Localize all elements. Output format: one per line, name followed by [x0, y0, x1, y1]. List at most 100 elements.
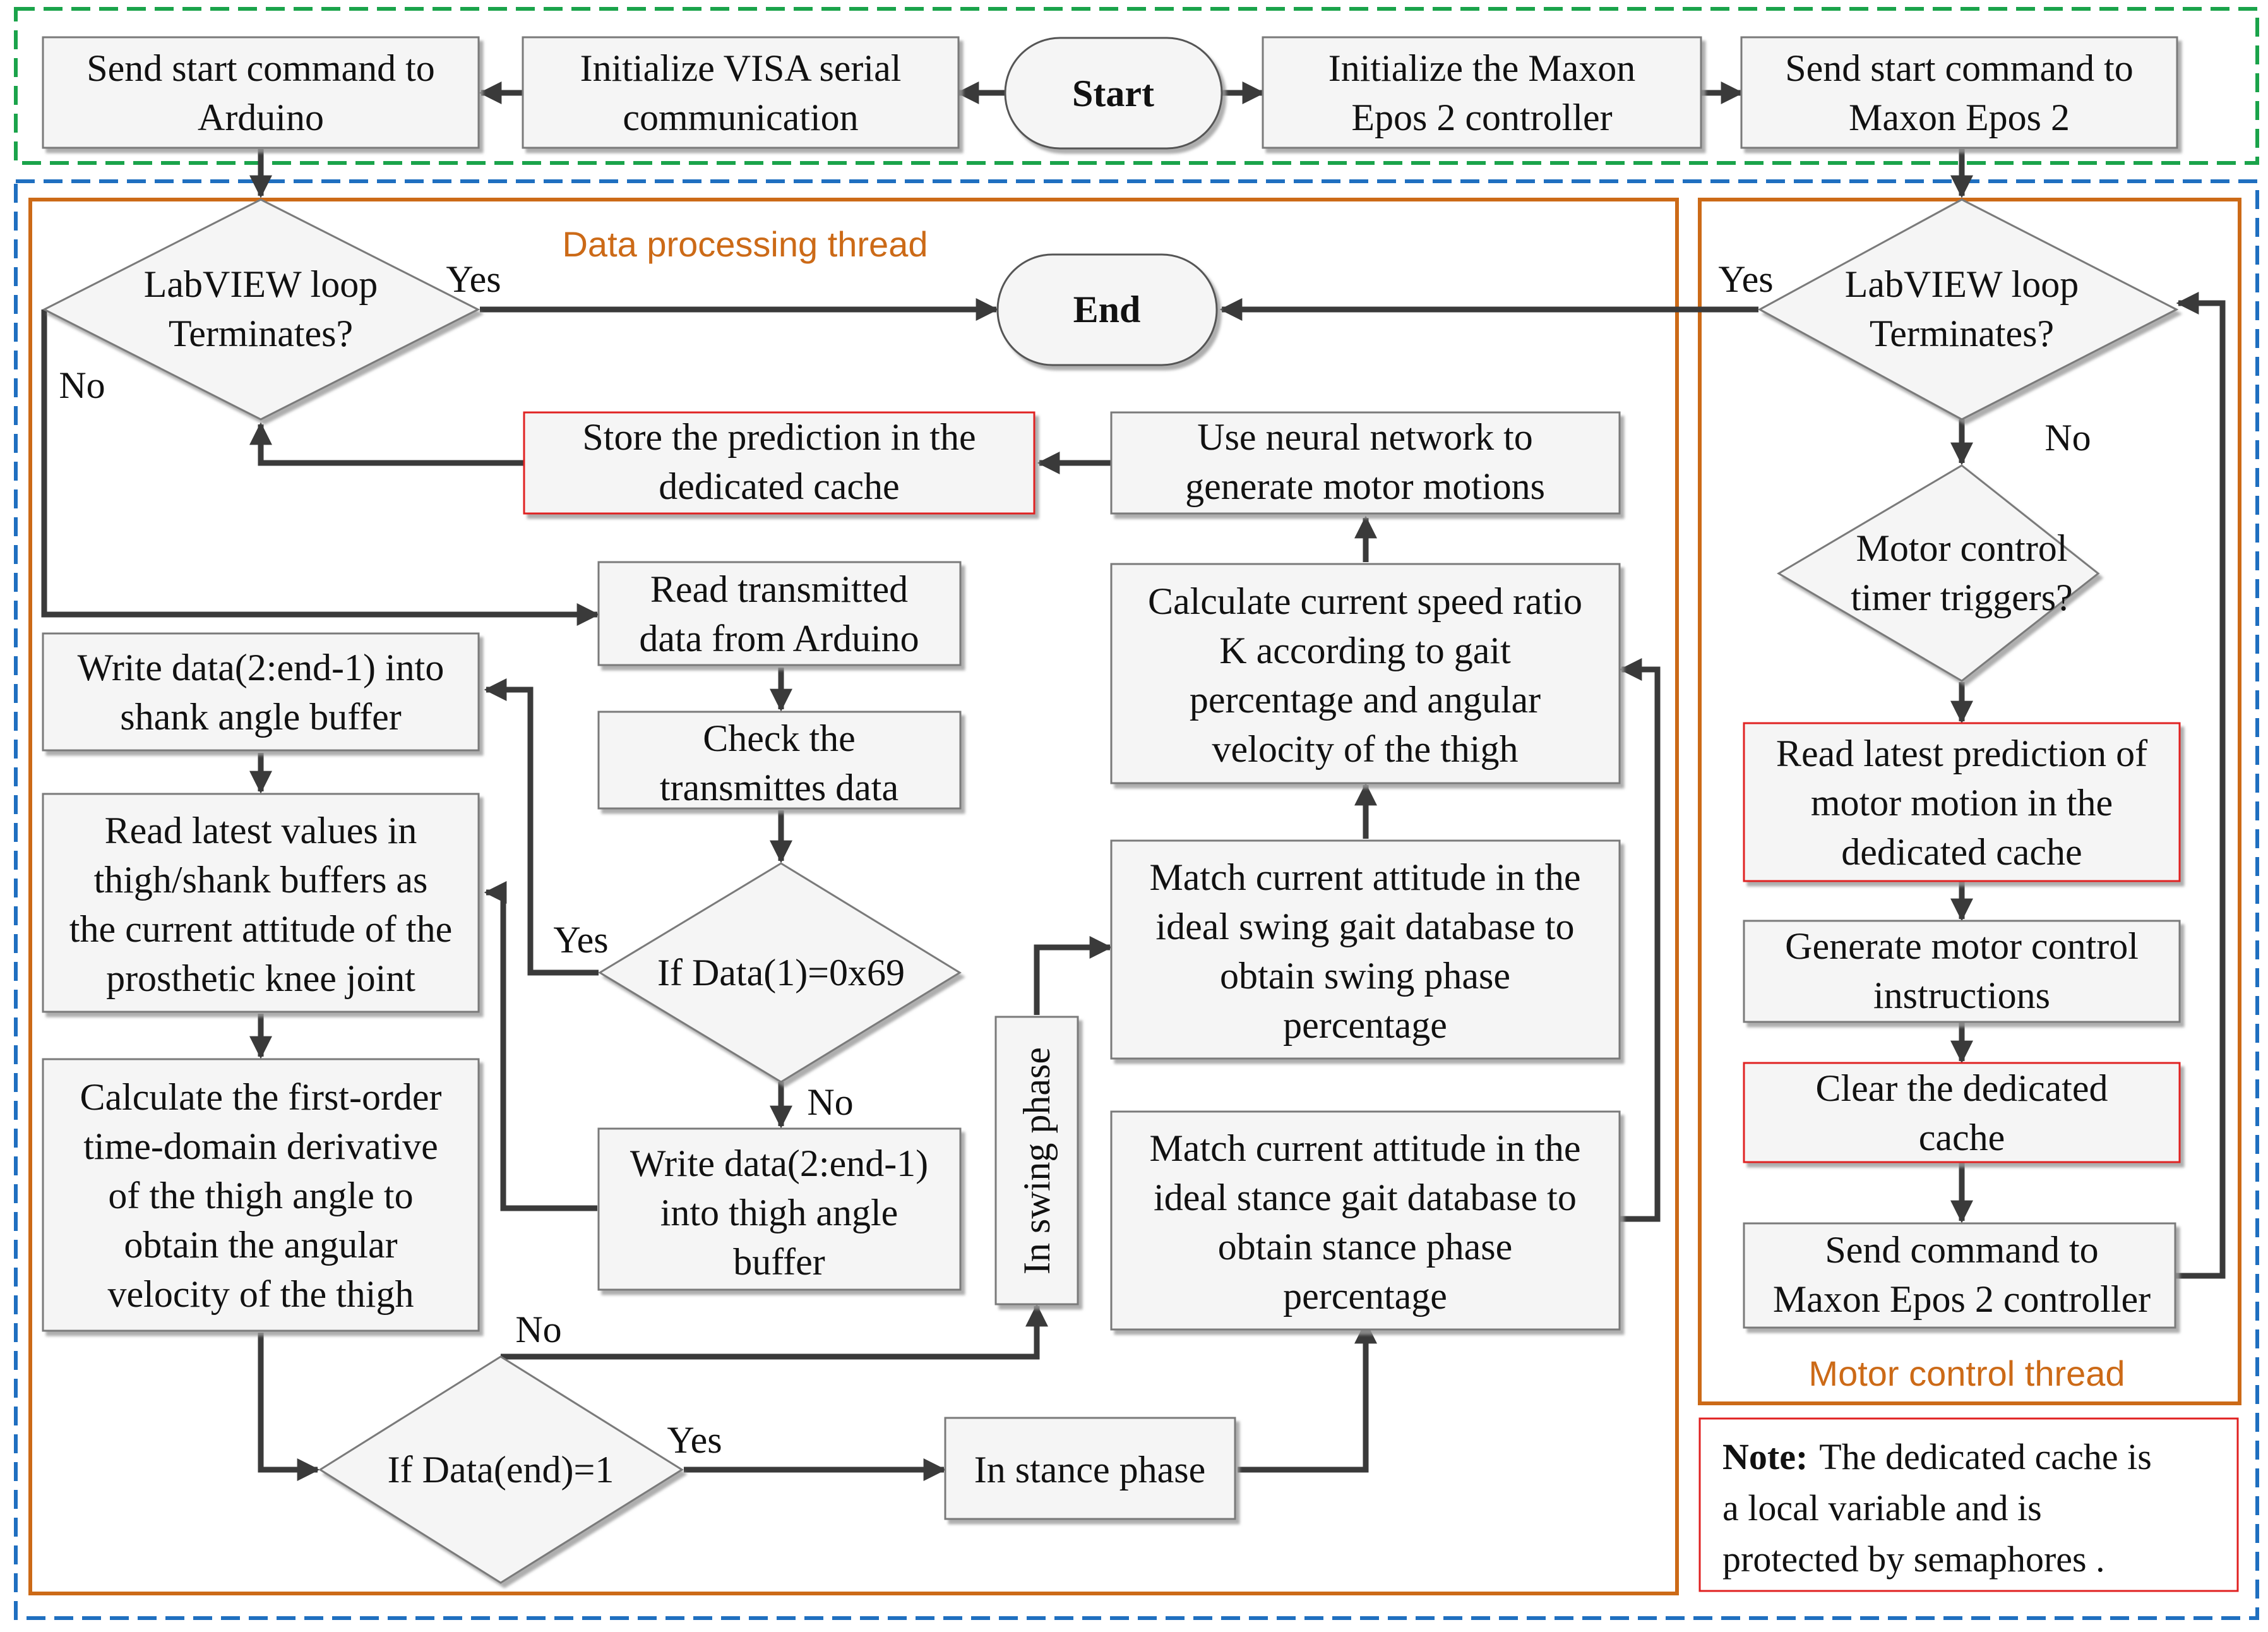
svg-text:LabVIEW loop: LabVIEW loop — [1845, 263, 2079, 305]
svg-text:transmittes data: transmittes data — [660, 767, 898, 808]
motor-timer-decision: Motor control timer triggers? — [1777, 464, 2100, 682]
neural-network-box: Use neural network to generate motor mot… — [1110, 411, 1621, 515]
svg-text:dedicated cache: dedicated cache — [1841, 831, 2082, 873]
svg-text:Initialize the Maxon: Initialize the Maxon — [1328, 47, 1636, 89]
svg-text:dedicated cache: dedicated cache — [659, 465, 899, 507]
init-visa-box: Initialize VISA serial communication — [522, 36, 960, 149]
svg-text:the current attitude of the: the current attitude of the — [69, 908, 452, 950]
svg-text:percentage and angular: percentage and angular — [1190, 679, 1541, 721]
send-start-maxon-box: Send start command to Maxon Epos 2 — [1740, 36, 2178, 149]
calc-derivative-box: Calculate the first-order time-domain de… — [42, 1058, 480, 1332]
send-command-box: Send command to Maxon Epos 2 controller — [1743, 1222, 2176, 1329]
match-swing-box: Match current attitude in the ideal swin… — [1110, 839, 1621, 1060]
read-latest-values-box: Read latest values in thigh/shank buffer… — [42, 793, 480, 1013]
label-if-data1-no: No — [807, 1081, 853, 1123]
svg-text:Match current attitude in the: Match current attitude in the — [1149, 856, 1580, 898]
svg-text:Send start command to: Send start command to — [87, 47, 435, 89]
svg-text:Check the: Check the — [703, 717, 856, 759]
svg-text:timer triggers?: timer triggers? — [1851, 577, 2073, 618]
note-box: Note: The dedicated cache is a local vari… — [1698, 1417, 2239, 1592]
svg-text:ideal swing gait database to: ideal swing gait database to — [1155, 906, 1574, 947]
label-if-dataend-yes: Yes — [667, 1419, 722, 1461]
svg-text:Calculate current speed ratio: Calculate current speed ratio — [1148, 580, 1582, 622]
svg-text:Send start command to: Send start command to — [1785, 47, 2134, 89]
svg-text:Write data(2:end-1) into: Write data(2:end-1) into — [78, 647, 445, 688]
svg-text:In stance phase: In stance phase — [974, 1449, 1206, 1491]
svg-text:LabVIEW loop: LabVIEW loop — [144, 263, 378, 305]
label-if-data1-yes: Yes — [553, 919, 608, 961]
start-terminal: Start — [1004, 37, 1223, 150]
svg-text:Read latest values in: Read latest values in — [105, 810, 417, 851]
svg-text:data from Arduino: data from Arduino — [639, 618, 919, 659]
svg-text:If Data(end)=1: If Data(end)=1 — [388, 1449, 614, 1491]
svg-text:Arduino: Arduino — [198, 97, 324, 138]
arrow-swing-to-match-swing — [1034, 936, 1113, 1015]
svg-text:Maxon Epos 2 controller: Maxon Epos 2 controller — [1773, 1278, 2151, 1320]
svg-text:generate motor motions: generate motor motions — [1185, 465, 1545, 507]
swing-phase-box: In swing phase — [994, 1016, 1079, 1305]
label-if-dataend-no: No — [515, 1309, 561, 1350]
arrow-derivative-to-if-end — [258, 1333, 320, 1481]
stance-phase-box: In stance phase — [944, 1417, 1236, 1520]
generate-instructions-box: Generate motor control instructions — [1743, 920, 2181, 1023]
if-data1-decision: If Data(1)=0x69 — [598, 862, 962, 1083]
read-prediction-box: Read latest prediction of motor motion i… — [1743, 722, 2181, 882]
store-prediction-box: Store the prediction in the dedicated ca… — [523, 411, 1036, 515]
clear-cache-box: Clear the dedicated cache — [1743, 1062, 2181, 1163]
svg-text:percentage: percentage — [1283, 1004, 1447, 1046]
motor-loop-terminates-decision: LabVIEW loop Terminates? — [1757, 198, 2179, 421]
svg-text:Motor control: Motor control — [1856, 527, 2068, 569]
svg-text:Clear the dedicated: Clear the dedicated — [1815, 1067, 2108, 1109]
label-data-loop-yes: Yes — [446, 258, 501, 300]
svg-text:K according to gait: K according to gait — [1219, 630, 1511, 671]
label-motor-loop-yes: Yes — [1718, 258, 1773, 300]
svg-text:Use neural network to: Use neural network to — [1197, 416, 1533, 458]
svg-text:End: End — [1073, 289, 1141, 330]
svg-text:Match current attitude in the: Match current attitude in the — [1149, 1127, 1580, 1169]
label-motor-loop-no: No — [2044, 417, 2091, 459]
arrow-stance-to-match-stance — [1238, 1321, 1377, 1473]
calc-speed-ratio-box: Calculate current speed ratio K accordin… — [1110, 563, 1621, 784]
svg-text:thigh/shank buffers as: thigh/shank buffers as — [94, 859, 428, 901]
svg-text:Read latest prediction of: Read latest prediction of — [1776, 733, 2147, 774]
svg-text:motor motion in the: motor motion in the — [1811, 782, 2113, 824]
arrow-store-to-loop — [249, 422, 524, 466]
svg-text:instructions: instructions — [1873, 975, 2050, 1016]
init-maxon-box: Initialize the Maxon Epos 2 controller — [1262, 36, 1702, 149]
note-heading: Note: — [1722, 1436, 1808, 1477]
note-line-1: The dedicated cache is — [1819, 1436, 2152, 1477]
match-stance-box: Match current attitude in the ideal stan… — [1110, 1110, 1621, 1331]
arrow-write-thigh-to-read-latest — [484, 881, 597, 1211]
motor-control-thread-border — [1698, 198, 2241, 1405]
main-loop-section-border — [14, 179, 2259, 1620]
write-shank-buffer-box: Write data(2:end-1) into shank angle buf… — [42, 632, 480, 752]
svg-text:obtain swing phase: obtain swing phase — [1220, 955, 1510, 997]
svg-text:Initialize VISA serial: Initialize VISA serial — [580, 47, 902, 89]
svg-text:Send command to: Send command to — [1825, 1229, 2098, 1271]
write-thigh-buffer-box: Write data(2:end-1) into thigh angle buf… — [597, 1127, 962, 1291]
label-data-loop-no: No — [59, 364, 105, 406]
end-terminal: End — [996, 253, 1218, 366]
svg-text:Write data(2:end-1): Write data(2:end-1) — [630, 1143, 928, 1184]
arrow-loop-no-to-read — [41, 309, 600, 626]
motor-thread-title: Motor control thread — [1808, 1353, 2125, 1393]
svg-text:time-domain derivative: time-domain derivative — [83, 1125, 438, 1167]
svg-text:ideal stance gait database to: ideal stance gait database to — [1154, 1177, 1577, 1218]
svg-text:Generate motor control: Generate motor control — [1785, 925, 2139, 967]
svg-text:Start: Start — [1072, 73, 1154, 114]
arrow-if-yes-to-shank — [484, 678, 599, 976]
data-thread-title: Data processing thread — [562, 224, 928, 264]
check-data-box: Check the transmittes data — [597, 711, 962, 810]
svg-text:cache: cache — [1919, 1117, 2005, 1158]
svg-text:Store the prediction in the: Store the prediction in the — [582, 416, 976, 458]
svg-text:Note:The dedicated cache is: Note: The dedicated cache is — [1722, 1436, 2152, 1477]
arrow-send-command-to-motor-loop — [2175, 292, 2226, 1279]
svg-text:velocity of the thigh: velocity of the thigh — [1212, 728, 1519, 770]
svg-text:communication: communication — [623, 97, 858, 138]
if-dataend-decision: If Data(end)=1 — [318, 1355, 684, 1584]
svg-text:of the thigh angle to: of the thigh angle to — [108, 1175, 413, 1216]
svg-text:Terminates?: Terminates? — [1870, 313, 2054, 354]
note-line-2: a local variable and is — [1722, 1487, 2042, 1528]
data-processing-thread-border — [28, 198, 1679, 1595]
